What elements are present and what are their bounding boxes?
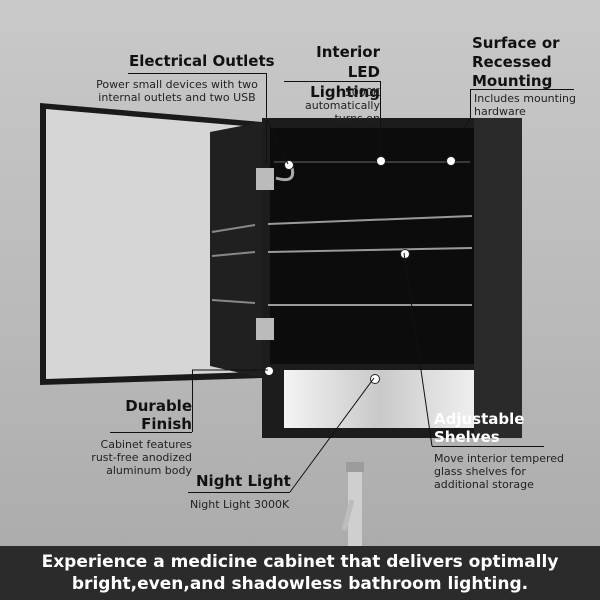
shelves-title: Adjustable Shelves	[434, 410, 524, 446]
led-desc-line2: turns on	[334, 112, 380, 125]
mounting-desc-line1: Includes mounting	[474, 92, 576, 105]
banner-line1: Experience a medicine cabinet that deliv…	[41, 552, 559, 572]
medicine-cabinet-illustration	[40, 103, 522, 546]
glass-shelf-1	[267, 215, 473, 225]
cabinet-side	[474, 118, 522, 438]
finish-desc-line1: Cabinet features	[100, 438, 192, 451]
shelves-rule	[432, 446, 544, 447]
door-shelf-3	[211, 299, 256, 304]
led-dot	[376, 156, 386, 166]
faucet-handle	[341, 499, 355, 531]
finish-title-line1: Durable	[125, 397, 192, 415]
night-title: Night Light	[196, 472, 291, 490]
faucet-cap	[346, 462, 364, 472]
night-desc: Night Light 3000K	[190, 498, 290, 511]
mounting-desc-line2: hardware	[474, 105, 526, 118]
mirror-door-glass	[46, 109, 256, 379]
shelves-desc-line3: additional storage	[434, 478, 534, 491]
bottom-banner: Experience a medicine cabinet that deliv…	[0, 546, 600, 600]
finish-desc-line3: aluminum body	[106, 464, 192, 477]
finish-rule	[110, 432, 192, 433]
mounting-title-line1: Surface or	[472, 34, 560, 52]
door-inner-edge	[210, 122, 262, 378]
mounting-title: Surface or Recessed Mounting	[472, 34, 560, 91]
mounting-title-line3: Mounting	[472, 72, 553, 90]
shelves-desc-line1: Move interior tempered	[434, 452, 565, 465]
mounting-title-line2: Recessed	[472, 53, 552, 71]
door-shelf-1	[211, 224, 256, 233]
led-title-line1: Interior	[316, 43, 380, 61]
finish-leader	[192, 370, 193, 432]
electrical-leader	[266, 73, 267, 163]
shelves-dot	[400, 249, 410, 259]
mounting-desc: Includes mounting hardware	[474, 92, 576, 118]
electrical-desc: Power small devices with two internal ou…	[96, 78, 258, 104]
mounting-rule	[470, 89, 574, 90]
mounting-dot	[446, 156, 456, 166]
hinge-bottom	[256, 318, 274, 340]
shelves-title-line1: Adjustable	[434, 410, 525, 428]
electrical-dot	[284, 160, 294, 170]
led-rule	[284, 81, 380, 82]
shelves-desc-line2: glass shelves for	[434, 465, 526, 478]
night-dot	[370, 374, 380, 384]
cabinet-interior	[270, 128, 474, 364]
shelves-title-line2: Shelves	[434, 428, 500, 446]
hinge-top	[256, 168, 274, 190]
electrical-rule	[128, 73, 266, 74]
led-title-line2: LED Lighting	[310, 63, 380, 101]
finish-title-line2: Finish	[141, 415, 192, 433]
banner-line2: bright,even,and shadowless bathroom ligh…	[71, 574, 529, 594]
electrical-title: Electrical Outlets	[129, 52, 275, 70]
shelves-desc: Move interior tempered glass shelves for…	[434, 452, 564, 491]
glass-shelf-2	[267, 247, 473, 253]
led-desc: 5000K automatically turns on	[284, 86, 380, 125]
night-rule	[188, 492, 290, 493]
finish-dot	[264, 366, 274, 376]
finish-title: Durable Finish	[110, 397, 192, 433]
led-leader	[380, 81, 381, 158]
finish-desc-line2: rust-free anodized	[91, 451, 192, 464]
door-shelf-2	[211, 251, 256, 257]
mounting-leader	[470, 89, 471, 119]
led-desc-line1: 5000K automatically	[305, 86, 380, 112]
outlet-cable	[275, 167, 295, 182]
finish-desc: Cabinet features rust-free anodized alum…	[78, 438, 192, 477]
led-title: Interior LED Lighting	[284, 42, 380, 102]
